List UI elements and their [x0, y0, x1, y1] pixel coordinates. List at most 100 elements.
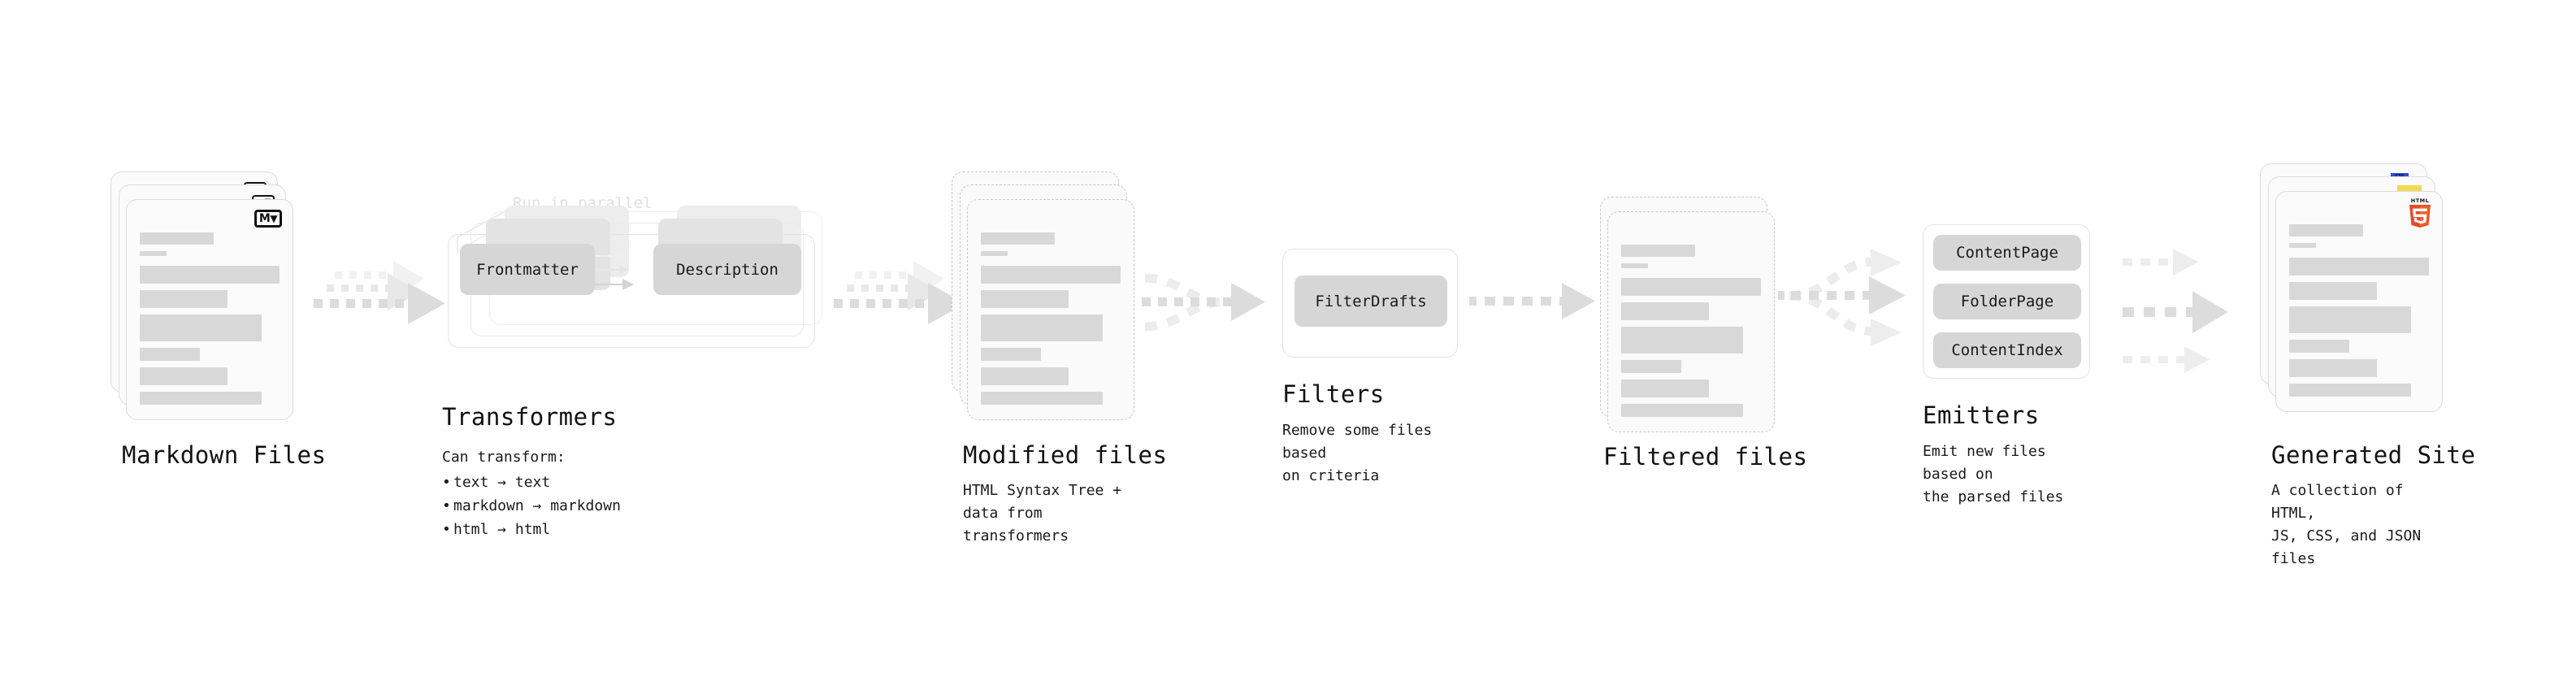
stage-modified-files: Modified files HTML Syntax Tree + data f…	[952, 167, 1167, 544]
dashed-arrow-icon	[1469, 283, 1595, 319]
stage-subtitle-generated-site: A collection of HTML, JS, CSS, and JSON …	[2271, 482, 2422, 567]
placeholder-bar	[981, 266, 1121, 284]
placeholder-bar	[981, 367, 1069, 385]
filters-box-stack: FilterDrafts	[1282, 249, 1458, 358]
stacked-dashed-arrow-icon	[834, 261, 965, 324]
transformer-box-front: Frontmatter Description	[448, 234, 815, 348]
placeholder-bar	[1621, 278, 1761, 296]
placeholder-bar	[140, 392, 262, 405]
stage-filters: FilterDrafts Filters Remove some files b…	[1282, 249, 1458, 484]
modified-file-stack	[952, 167, 1134, 427]
md-arrow-glyph: ▼	[270, 213, 278, 224]
emitters-box-stack: ContentPage FolderPage ContentIndex	[1923, 224, 2090, 379]
stage-subtitle-emitters: Emit new files based on the parsed files	[1923, 443, 2064, 505]
doc-placeholder-content	[981, 232, 1121, 405]
doc-placeholder-content	[1621, 245, 1761, 417]
filtered-file-stack	[1600, 179, 1775, 439]
chip-filterdrafts[interactable]: FilterDrafts	[1295, 275, 1447, 327]
placeholder-bar	[140, 251, 167, 256]
filters-box: FilterDrafts	[1282, 249, 1458, 358]
chip-contentindex[interactable]: ContentIndex	[1933, 332, 2081, 368]
placeholder-bar	[1621, 263, 1648, 268]
list-item: markdown → markdown	[442, 494, 621, 518]
placeholder-bar	[981, 290, 1069, 308]
connector-filters-to-filtered	[1469, 283, 1603, 332]
placeholder-bar	[2289, 282, 2378, 300]
placeholder-bar	[981, 232, 1056, 245]
generated-doc-front-html: HTML	[2275, 191, 2443, 412]
doc-placeholder-content	[140, 232, 280, 405]
connector-filtered-to-emitters	[1778, 244, 1941, 358]
markdown-file-stack: M▼ M▼ M▼	[111, 167, 293, 427]
connector-markdown-to-transformers	[307, 261, 458, 346]
chip-label: FilterDrafts	[1315, 292, 1427, 310]
placeholder-bar	[2289, 340, 2349, 353]
stage-title-filtered-files: Filtered files	[1603, 443, 1808, 471]
chip-frontmatter[interactable]: Frontmatter	[460, 244, 595, 295]
md-glyph: M▼	[254, 210, 282, 228]
merge-dashed-arrow-icon	[1142, 273, 1265, 332]
placeholder-bar	[140, 266, 280, 284]
list-item: text → text	[442, 471, 621, 494]
stage-title-emitters: Emitters	[1923, 401, 2040, 429]
placeholder-bar	[2289, 359, 2378, 377]
html5-shield-icon	[2409, 204, 2431, 228]
html5-badge-icon: HTML	[2408, 198, 2432, 228]
stage-markdown-files: M▼ M▼ M▼	[111, 167, 326, 469]
chip-label: Description	[676, 260, 778, 279]
bullet-list: text → text markdown → markdown html → h…	[442, 471, 621, 542]
placeholder-bar	[140, 367, 228, 385]
connector-transformers-to-modified	[827, 261, 978, 346]
html5-glyph: HTML	[2408, 198, 2432, 228]
placeholder-bar	[140, 290, 228, 308]
placeholder-bar	[1621, 327, 1743, 354]
stacked-dashed-arrow-icon	[314, 261, 445, 324]
placeholder-bar	[1621, 380, 1710, 397]
stage-subtitle-modified-files: HTML Syntax Tree + data from transformer…	[963, 482, 1122, 544]
stage-title-markdown-files: Markdown Files	[122, 441, 327, 469]
stage-transformers: Run in parallel	[442, 192, 825, 542]
placeholder-bar	[981, 348, 1041, 361]
placeholder-bar	[140, 348, 200, 361]
stage-title-generated-site: Generated Site	[2271, 441, 2476, 469]
emitters-box: ContentPage FolderPage ContentIndex	[1923, 224, 2090, 379]
transformers-box-stack: Frontmatter Description	[443, 192, 825, 348]
chip-label: ContentPage	[1956, 244, 2058, 262]
stage-generated-site: CSS HTML	[2260, 158, 2475, 567]
placeholder-bar	[2289, 224, 2364, 236]
stage-subtitle-filters: Remove some files based on criteria	[1282, 422, 1433, 484]
connector-modified-to-filters	[1142, 260, 1296, 349]
generated-site-stack: CSS HTML	[2260, 158, 2443, 419]
connector-emitters-to-site	[2119, 236, 2266, 382]
stage-emitters: ContentPage FolderPage ContentIndex Emit…	[1923, 224, 2090, 505]
chip-contentpage[interactable]: ContentPage	[1933, 235, 2081, 271]
html5-wordmark: HTML	[2410, 197, 2430, 204]
chip-label: ContentIndex	[1951, 341, 2063, 359]
placeholder-bar	[2289, 258, 2429, 275]
markdown-doc-front: M▼	[126, 199, 293, 420]
chip-folderpage[interactable]: FolderPage	[1933, 284, 2081, 319]
modified-doc-front	[967, 199, 1134, 420]
stage-filtered-files: Filtered files	[1600, 179, 1807, 471]
stage-title-modified-files: Modified files	[963, 441, 1168, 469]
placeholder-bar	[1621, 245, 1696, 257]
stage-title-transformers: Transformers	[442, 403, 618, 431]
chip-label: Frontmatter	[476, 260, 579, 279]
markdown-badge-icon-front: M▼	[254, 210, 282, 228]
chip-description[interactable]: Description	[653, 244, 801, 295]
placeholder-bar	[981, 251, 1008, 256]
doc-placeholder-content	[2289, 224, 2429, 397]
fork-dashed-arrow-icon	[1778, 249, 1906, 346]
placeholder-bar	[1621, 404, 1743, 417]
placeholder-bar	[981, 392, 1103, 405]
list-item: html → html	[442, 518, 621, 541]
chip-label: FolderPage	[1960, 293, 2054, 310]
placeholder-bar	[140, 232, 215, 245]
placeholder-bar	[1621, 302, 1710, 320]
bullets-header: Can transform:	[442, 449, 566, 466]
filtered-doc-front	[1607, 211, 1775, 432]
placeholder-bar	[2289, 384, 2411, 397]
stage-title-filters: Filters	[1282, 380, 1385, 408]
placeholder-bar	[140, 314, 262, 341]
